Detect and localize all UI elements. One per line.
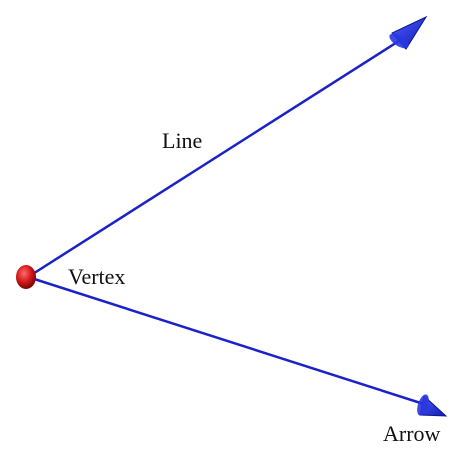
vertex-point-icon bbox=[16, 265, 36, 289]
line-label: Line bbox=[162, 128, 202, 153]
arrow-label: Arrow bbox=[383, 421, 441, 446]
upper-line bbox=[26, 37, 404, 279]
vertex-label: Vertex bbox=[68, 264, 125, 289]
lower-line bbox=[26, 275, 432, 408]
